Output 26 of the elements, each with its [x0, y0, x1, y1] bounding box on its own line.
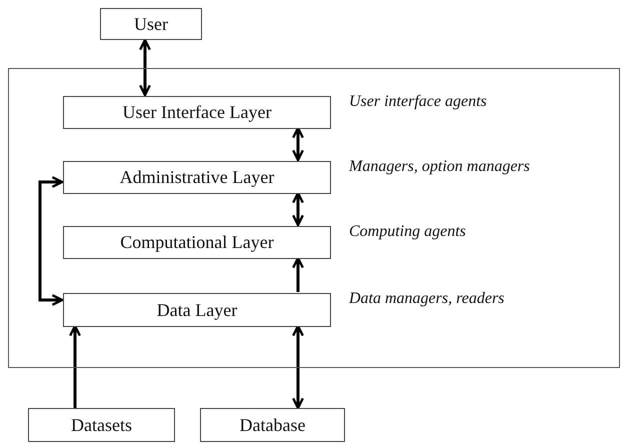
box-label: Database [240, 414, 306, 436]
arrow [292, 126, 304, 162]
layer-box [63, 161, 331, 194]
layer-description: Data managers, readers [349, 290, 504, 308]
arrow [292, 192, 304, 226]
entity-box [200, 408, 345, 442]
system-boundary-box [8, 68, 620, 368]
entity-box [28, 408, 175, 442]
box-label: Administrative Layer [120, 167, 274, 188]
box-label: User Interface Layer [122, 102, 272, 123]
layer-box [63, 226, 331, 259]
box-label: User [134, 14, 168, 34]
box-label: Data Layer [156, 300, 238, 320]
layer-box [63, 293, 331, 327]
arrow [292, 324, 304, 410]
layer-description: Managers, option managers [349, 158, 530, 176]
arrow [292, 256, 304, 292]
layer-description: Computing agents [349, 222, 466, 240]
entity-box [100, 8, 202, 40]
box-label: Computational Layer [120, 232, 274, 253]
arrow [139, 38, 151, 96]
arrow [69, 324, 81, 408]
box-label: Datasets [71, 414, 132, 436]
layer-box [63, 96, 331, 129]
arrow [38, 176, 64, 306]
layer-description: User interface agents [349, 92, 487, 110]
